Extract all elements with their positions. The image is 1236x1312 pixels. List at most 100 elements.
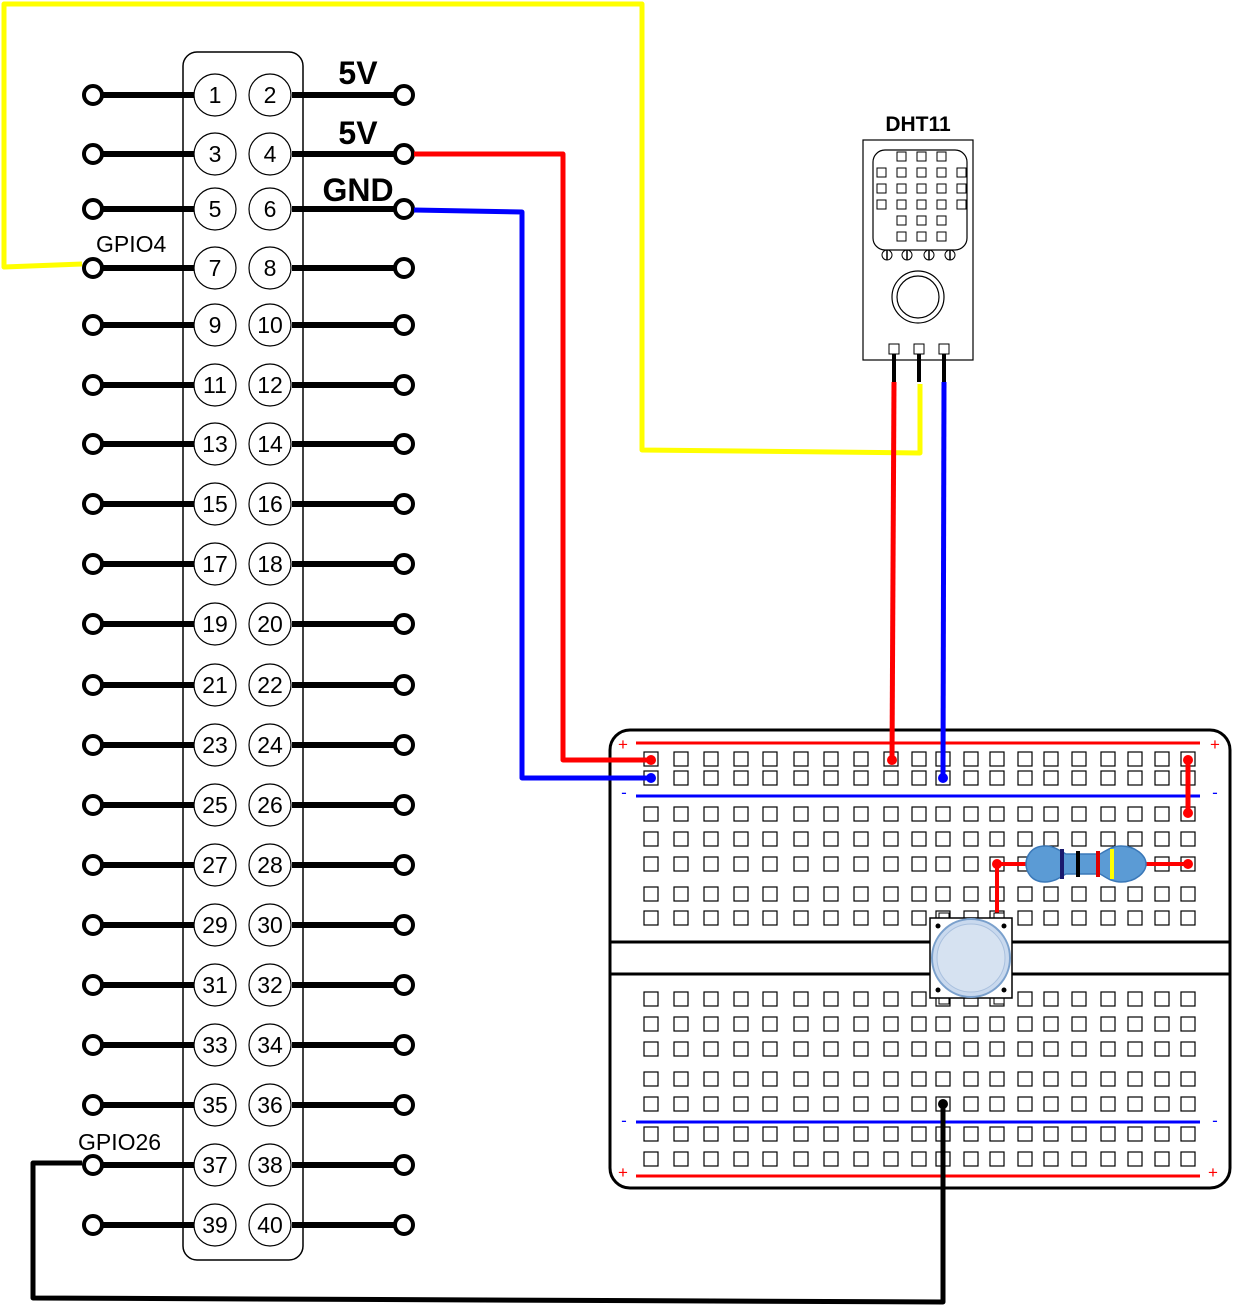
pin-12-terminal[interactable] [393,374,415,396]
hole-d-8[interactable] [853,886,869,902]
hole-bottom-plus-10[interactable] [911,1151,927,1167]
hole-g-6[interactable] [793,1016,809,1032]
hole-bottom-plus-8[interactable] [853,1151,869,1167]
hole-i-11[interactable] [935,1071,951,1087]
pin-26-terminal[interactable] [393,794,415,816]
hole-c-2[interactable] [673,856,689,872]
hole-a-11[interactable] [935,806,951,822]
pin-21-terminal[interactable] [82,674,104,696]
hole-bottom-minus-3[interactable] [703,1126,719,1142]
hole-b-12[interactable] [963,831,979,847]
hole-g-20[interactable] [1180,1016,1196,1032]
hole-bottom-minus-20[interactable] [1180,1126,1196,1142]
hole-d-2[interactable] [673,886,689,902]
hole-f-18[interactable] [1127,991,1143,1007]
hole-a-15[interactable] [1043,806,1059,822]
hole-c-11[interactable] [935,856,951,872]
hole-f-6[interactable] [793,991,809,1007]
hole-e-15[interactable] [1043,910,1059,926]
hole-h-18[interactable] [1127,1041,1143,1057]
pin-5-terminal[interactable] [82,198,104,220]
hole-bottom-plus-14[interactable] [1017,1151,1033,1167]
hole-j-19[interactable] [1154,1096,1170,1112]
hole-j-7[interactable] [823,1096,839,1112]
pin-18-terminal[interactable] [393,553,415,575]
hole-h-19[interactable] [1154,1041,1170,1057]
hole-g-18[interactable] [1127,1016,1143,1032]
hole-a-18[interactable] [1127,806,1143,822]
hole-c-4[interactable] [733,856,749,872]
hole-bottom-plus-6[interactable] [793,1151,809,1167]
hole-i-19[interactable] [1154,1071,1170,1087]
hole-j-13[interactable] [989,1096,1005,1112]
hole-d-6[interactable] [793,886,809,902]
hole-i-6[interactable] [793,1071,809,1087]
hole-e-4[interactable] [733,910,749,926]
hole-b-5[interactable] [762,831,778,847]
pin-11-terminal[interactable] [82,374,104,396]
hole-g-3[interactable] [703,1016,719,1032]
hole-top-minus-3[interactable] [703,770,719,786]
hole-h-14[interactable] [1017,1041,1033,1057]
hole-bottom-minus-5[interactable] [762,1126,778,1142]
hole-top-plus-18[interactable] [1127,751,1143,767]
hole-f-15[interactable] [1043,991,1059,1007]
hole-top-plus-7[interactable] [823,751,839,767]
hole-b-15[interactable] [1043,831,1059,847]
hole-f-10[interactable] [911,991,927,1007]
hole-e-2[interactable] [673,910,689,926]
hole-bottom-plus-19[interactable] [1154,1151,1170,1167]
hole-top-plus-19[interactable] [1154,751,1170,767]
hole-top-minus-19[interactable] [1154,770,1170,786]
hole-d-16[interactable] [1071,886,1087,902]
hole-h-17[interactable] [1100,1041,1116,1057]
hole-g-8[interactable] [853,1016,869,1032]
hole-top-minus-8[interactable] [853,770,869,786]
hole-g-19[interactable] [1154,1016,1170,1032]
pin-8-terminal[interactable] [393,257,415,279]
hole-f-1[interactable] [643,991,659,1007]
hole-b-10[interactable] [911,831,927,847]
pin-4-terminal[interactable] [393,143,415,165]
hole-c-5[interactable] [762,856,778,872]
hole-bottom-minus-14[interactable] [1017,1126,1033,1142]
hole-bottom-minus-7[interactable] [823,1126,839,1142]
hole-bottom-minus-1[interactable] [643,1126,659,1142]
hole-a-9[interactable] [883,806,899,822]
hole-h-2[interactable] [673,1041,689,1057]
hole-j-10[interactable] [911,1096,927,1112]
hole-j-17[interactable] [1100,1096,1116,1112]
hole-b-11[interactable] [935,831,951,847]
hole-e-6[interactable] [793,910,809,926]
hole-g-1[interactable] [643,1016,659,1032]
hole-c-1[interactable] [643,856,659,872]
hole-i-2[interactable] [673,1071,689,1087]
hole-top-minus-18[interactable] [1127,770,1143,786]
pin-1-terminal[interactable] [82,84,104,106]
hole-bottom-plus-9[interactable] [883,1151,899,1167]
hole-top-plus-3[interactable] [703,751,719,767]
hole-b-14[interactable] [1017,831,1033,847]
hole-bottom-minus-12[interactable] [963,1126,979,1142]
hole-i-3[interactable] [703,1071,719,1087]
pin-3-terminal[interactable] [82,143,104,165]
hole-f-14[interactable] [1017,991,1033,1007]
hole-e-3[interactable] [703,910,719,926]
hole-d-3[interactable] [703,886,719,902]
hole-d-18[interactable] [1127,886,1143,902]
hole-i-4[interactable] [733,1071,749,1087]
hole-e-10[interactable] [911,910,927,926]
hole-j-1[interactable] [643,1096,659,1112]
hole-a-12[interactable] [963,806,979,822]
pin-39-terminal[interactable] [82,1214,104,1236]
hole-g-15[interactable] [1043,1016,1059,1032]
hole-f-4[interactable] [733,991,749,1007]
hole-bottom-minus-16[interactable] [1071,1126,1087,1142]
hole-i-18[interactable] [1127,1071,1143,1087]
pin-33-terminal[interactable] [82,1034,104,1056]
hole-bottom-minus-15[interactable] [1043,1126,1059,1142]
hole-top-plus-8[interactable] [853,751,869,767]
hole-i-5[interactable] [762,1071,778,1087]
hole-h-13[interactable] [989,1041,1005,1057]
hole-top-plus-14[interactable] [1017,751,1033,767]
